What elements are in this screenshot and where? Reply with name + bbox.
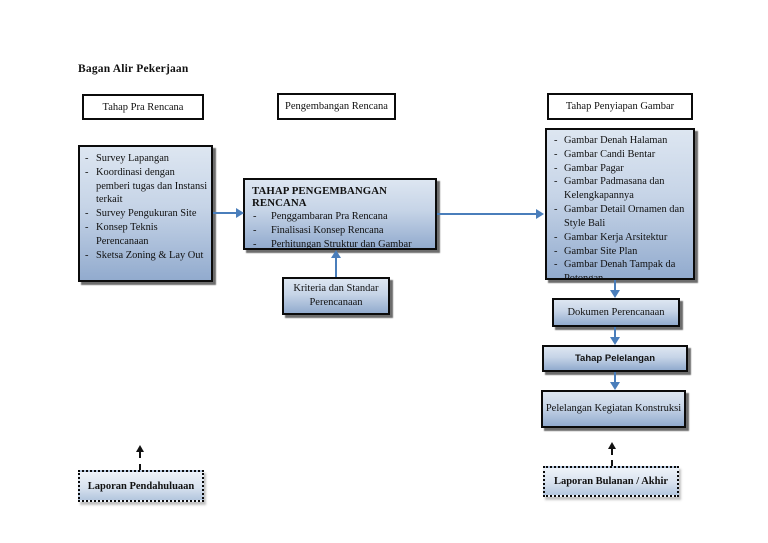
dash-bullet: - bbox=[85, 166, 89, 178]
pelelangan-kegiatan-label: Pelelangan Kegiatan Konstruksi bbox=[545, 403, 682, 415]
list-item-text: Gambar Site Plan bbox=[564, 245, 638, 257]
list-item-text: Koordinasi dengan pemberi tugas dan Inst… bbox=[96, 166, 208, 206]
list-item: -Sketsa Zoning & Lay Out bbox=[85, 249, 208, 263]
list-item: - Finalisasi Konsep Rencana bbox=[251, 224, 430, 238]
dash-bullet: - bbox=[85, 153, 89, 164]
dash-bullet: - bbox=[554, 162, 558, 174]
arrow-up-icon bbox=[608, 442, 616, 449]
penyiapan-gambar-list-box: -Gambar Denah Halaman-Gambar Candi Benta… bbox=[545, 128, 695, 280]
arrow-dokumen-to-pelelangan-line bbox=[614, 327, 616, 338]
kriteria-standar-box: Kriteria dan Standar Perencanaan bbox=[282, 277, 390, 315]
list-item-text: Gambar Padmasana dan Kelengkapannya bbox=[564, 176, 665, 202]
dokumen-label: Dokumen Perencanaan bbox=[567, 307, 665, 318]
list-item: -Survey Lapangan bbox=[85, 152, 208, 166]
header-pengembangan-rencana: Pengembangan Rencana bbox=[277, 93, 396, 120]
header-label: Pengembangan Rencana bbox=[285, 101, 388, 112]
header-tahap-pra-rencana: Tahap Pra Rencana bbox=[82, 94, 204, 120]
list-item: -Koordinasi dengan pemberi tugas dan Ins… bbox=[85, 166, 208, 207]
arrow-pra-to-pengembangan-line bbox=[213, 212, 237, 214]
dash-bullet: - bbox=[85, 222, 89, 234]
dash-bullet: - bbox=[554, 135, 558, 146]
dash-bullet: - bbox=[85, 208, 89, 220]
dash-bullet: - bbox=[554, 204, 558, 216]
list-item-text: Gambar Detail Ornamen dan Style Bali bbox=[564, 204, 685, 229]
laporan-bulanan-akhir-box: Laporan Bulanan / Akhir bbox=[543, 466, 679, 497]
dash-bullet: - bbox=[253, 238, 257, 250]
list-item-text: Gambar Denah Tampak da Potongan bbox=[564, 259, 676, 280]
dash-bullet: - bbox=[554, 148, 558, 160]
list-item-text: Gambar Pagar bbox=[564, 162, 624, 174]
laporan-pendahuluan-box: Laporan Pendahuluaan bbox=[78, 470, 204, 502]
arrow-pelelangan-to-kegiatan-line bbox=[614, 372, 616, 383]
list-item: - Penggambaran Pra Rencana bbox=[251, 210, 430, 224]
pra-rencana-activities-box: -Survey Lapangan-Koordinasi dengan pembe… bbox=[78, 145, 213, 282]
arrow-right-icon bbox=[536, 209, 544, 219]
list-item: -Gambar Detail Ornamen dan Style Bali bbox=[554, 203, 690, 231]
list-item-text: Survey Lapangan bbox=[96, 153, 169, 164]
list-item-text: Perhitungan Struktur dan Gambar bbox=[271, 238, 412, 250]
pelelangan-kegiatan-box: Pelelangan Kegiatan Konstruksi bbox=[541, 390, 686, 428]
arrow-up-icon bbox=[136, 445, 144, 452]
list-item: -Gambar Denah Tampak da Potongan bbox=[554, 258, 690, 280]
laporan-pendahuluan-label: Laporan Pendahuluaan bbox=[87, 480, 195, 492]
list-item-text: Survey Pengukuran Site bbox=[96, 208, 197, 220]
arrow-pengembangan-to-penyiapan-line bbox=[437, 213, 537, 215]
header-tahap-penyiapan-gambar: Tahap Penyiapan Gambar bbox=[547, 93, 693, 120]
list-item-text: Konsep Teknis Perencanaan bbox=[96, 222, 158, 247]
dashed-arrow-laporan-bulanan-line bbox=[611, 449, 613, 466]
header-label: Tahap Pra Rencana bbox=[102, 101, 184, 113]
list-item-text: Gambar Kerja Arsitektur bbox=[564, 231, 668, 243]
pengembangan-list: - Penggambaran Pra Rencana - Finalisasi Kon… bbox=[251, 210, 430, 251]
tahap-pengembangan-rencana-box: TAHAP PENGEMBANGAN RENCANA - Penggambaran… bbox=[243, 178, 437, 250]
list-item: -Gambar Pagar bbox=[554, 162, 690, 176]
list-item: -Konsep Teknis Perencanaan bbox=[85, 221, 208, 249]
list-item-text: Penggambaran Pra Rencana bbox=[271, 211, 388, 222]
list-item-text: Gambar Candi Bentar bbox=[564, 148, 656, 160]
arrow-right-icon bbox=[236, 208, 244, 218]
arrow-down-icon bbox=[610, 290, 620, 298]
list-item: -Gambar Denah Halaman bbox=[554, 134, 690, 148]
tahap-pelelangan-label: Tahap Pelelangan bbox=[574, 353, 656, 364]
dokumen-perencanaan-box: Dokumen Perencanaan bbox=[552, 298, 680, 327]
dash-bullet: - bbox=[554, 245, 558, 257]
dashed-arrow-laporan-pendahuluan-line bbox=[139, 452, 141, 470]
arrow-penyiapan-to-dokumen-line bbox=[614, 280, 616, 291]
list-item-text: Finalisasi Konsep Rencana bbox=[271, 224, 384, 236]
header-label: Tahap Penyiapan Gambar bbox=[565, 101, 675, 112]
tahap-pelelangan-box: Tahap Pelelangan bbox=[542, 345, 688, 372]
list-item: - Perhitungan Struktur dan Gambar bbox=[251, 238, 430, 252]
page-title: Bagan Alir Pekerjaan bbox=[78, 63, 189, 75]
arrow-down-icon bbox=[610, 337, 620, 345]
penyiapan-list: -Gambar Denah Halaman-Gambar Candi Benta… bbox=[554, 134, 690, 280]
list-item: -Gambar Kerja Arsitektur bbox=[554, 231, 690, 245]
arrow-kriteria-to-pengembangan-line bbox=[335, 257, 337, 277]
list-item: -Gambar Site Plan bbox=[554, 245, 690, 259]
dash-bullet: - bbox=[554, 176, 558, 188]
dash-bullet: - bbox=[85, 249, 89, 261]
arrow-up-icon bbox=[331, 250, 341, 258]
laporan-bulanan-label: Laporan Bulanan / Akhir bbox=[553, 476, 669, 487]
list-item-text: Gambar Denah Halaman bbox=[564, 135, 668, 146]
list-item: -Gambar Candi Bentar bbox=[554, 148, 690, 162]
pengembangan-box-title: TAHAP PENGEMBANGAN RENCANA bbox=[252, 185, 388, 209]
arrow-down-icon bbox=[610, 382, 620, 390]
dash-bullet: - bbox=[253, 211, 257, 222]
list-item-text: Sketsa Zoning & Lay Out bbox=[96, 249, 204, 261]
list-item: -Survey Pengukuran Site bbox=[85, 207, 208, 221]
dash-bullet: - bbox=[554, 259, 558, 271]
dash-bullet: - bbox=[554, 231, 558, 243]
pra-rencana-list: -Survey Lapangan-Koordinasi dengan pembe… bbox=[85, 152, 208, 263]
dash-bullet: - bbox=[253, 224, 257, 236]
kriteria-label: Kriteria dan Standar Perencanaan bbox=[293, 283, 379, 308]
list-item: -Gambar Padmasana dan Kelengkapannya bbox=[554, 175, 690, 203]
